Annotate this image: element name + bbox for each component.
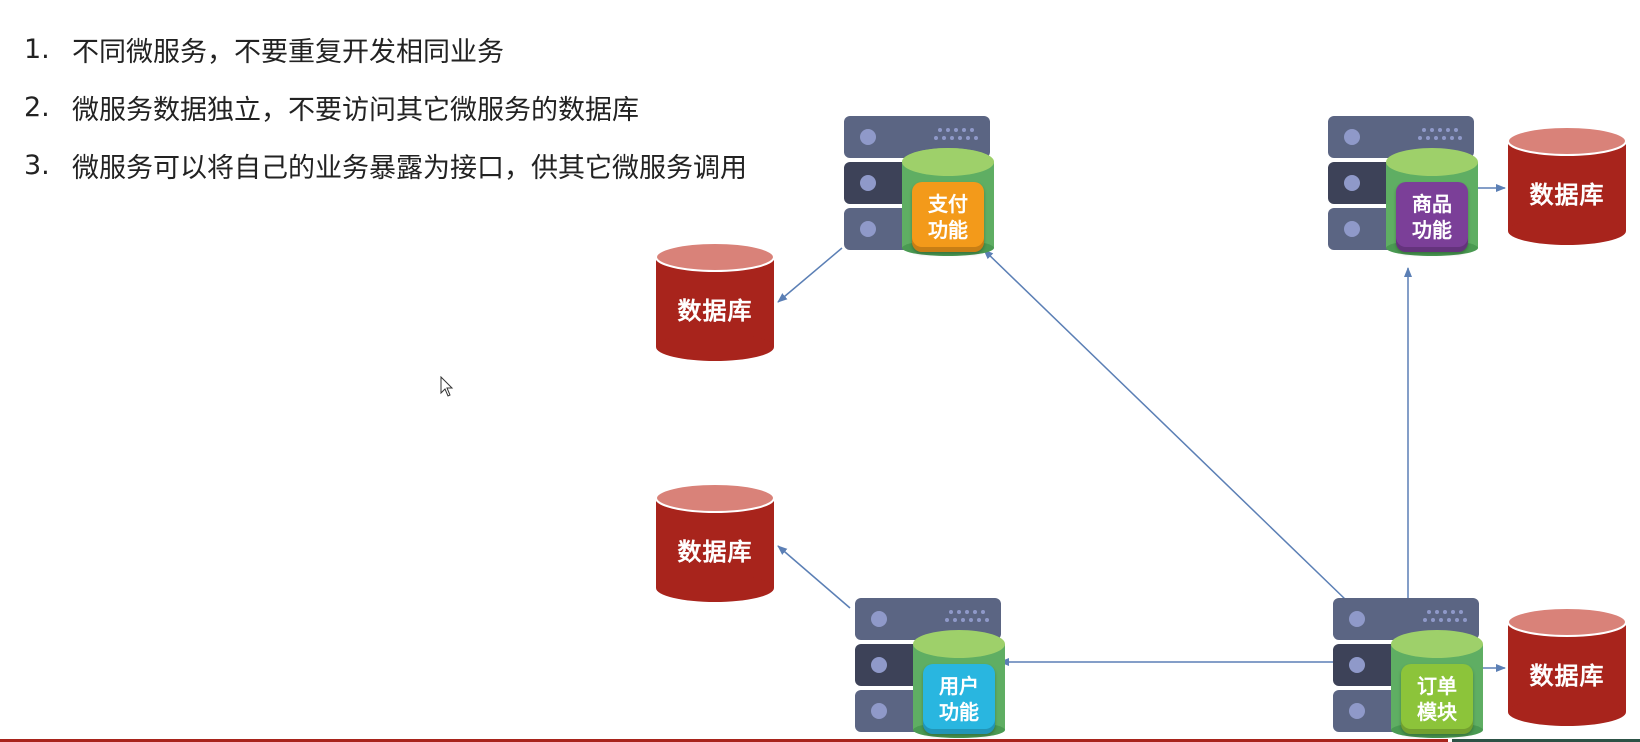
- mouse-cursor-icon: [440, 376, 454, 397]
- database-label: 数据库: [1529, 181, 1605, 209]
- bottom-accent-line: [0, 739, 1448, 742]
- database-cylinder-icon: [1508, 127, 1626, 245]
- database-label: 数据库: [1529, 662, 1605, 690]
- payment-service-label: 功能: [928, 218, 968, 242]
- rule-number: 3.: [24, 149, 50, 181]
- rule-item: 1. 不同微服务，不要重复开发相同业务: [24, 20, 747, 78]
- order-service-server: 订单 模块: [1333, 598, 1483, 738]
- payment-database: 数据库: [656, 243, 774, 361]
- order-service-label: 模块: [1417, 700, 1457, 724]
- payment-service-badge: 支付 功能: [912, 182, 984, 252]
- rule-text: 微服务数据独立，不要访问其它微服务的数据库: [72, 94, 639, 126]
- product-database: 数据库: [1508, 127, 1626, 245]
- rule-item: 2. 微服务数据独立，不要访问其它微服务的数据库: [24, 78, 747, 136]
- product-service-label: 功能: [1412, 218, 1452, 242]
- user-database: 数据库: [656, 484, 774, 602]
- payment-service-label: 支付: [928, 192, 968, 216]
- payment-service-server: 支付 功能: [844, 116, 994, 256]
- user-service-server: 用户 功能: [855, 598, 1005, 738]
- rule-number: 1.: [24, 33, 50, 65]
- product-service-badge: 商品 功能: [1396, 182, 1468, 252]
- user-service-label: 功能: [939, 700, 979, 724]
- rule-number: 2.: [24, 91, 50, 123]
- product-service-server: 商品 功能: [1328, 116, 1478, 256]
- arrow-user-to-db: [777, 545, 851, 609]
- arrow-payment-to-db: [777, 247, 843, 303]
- product-service-label: 商品: [1412, 192, 1452, 216]
- database-label: 数据库: [677, 297, 753, 325]
- rules-list: 1. 不同微服务，不要重复开发相同业务 2. 微服务数据独立，不要访问其它微服务…: [24, 20, 747, 194]
- order-database: 数据库: [1508, 608, 1626, 726]
- order-service-badge: 订单 模块: [1401, 664, 1473, 734]
- user-service-label: 用户: [939, 674, 979, 698]
- rule-text: 微服务可以将自己的业务暴露为接口，供其它微服务调用: [72, 152, 747, 184]
- database-cylinder-icon: [656, 243, 774, 361]
- database-cylinder-icon: [656, 484, 774, 602]
- database-label: 数据库: [677, 538, 753, 566]
- rule-text: 不同微服务，不要重复开发相同业务: [72, 36, 504, 68]
- database-cylinder-icon: [1508, 608, 1626, 726]
- arrow-order-to-payment: [983, 249, 1347, 601]
- order-service-label: 订单: [1417, 674, 1457, 698]
- user-service-badge: 用户 功能: [923, 664, 995, 734]
- rule-item: 3. 微服务可以将自己的业务暴露为接口，供其它微服务调用: [24, 136, 747, 194]
- bottom-accent-line-dark: [1452, 739, 1640, 742]
